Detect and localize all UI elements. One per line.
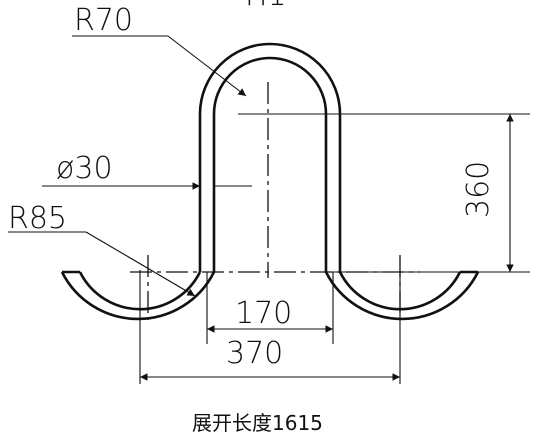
top-cut-label: H1 xyxy=(245,0,287,13)
outer-width-label: 370 xyxy=(226,336,283,371)
bend-radius-top-label: R70 xyxy=(74,3,133,38)
extension-lines xyxy=(139,113,530,384)
pipe-diameter-label: ø30 xyxy=(56,151,113,186)
centerlines xyxy=(130,82,420,320)
dimension-lines xyxy=(42,114,514,381)
developed-length-label: 展开长度1615 xyxy=(192,411,323,435)
bend-radius-bottom-label: R85 xyxy=(8,201,67,236)
leader-lines xyxy=(8,35,247,297)
pipe-outline xyxy=(60,42,480,321)
inner-width-label: 170 xyxy=(235,296,292,331)
height-label: 360 xyxy=(461,161,496,218)
